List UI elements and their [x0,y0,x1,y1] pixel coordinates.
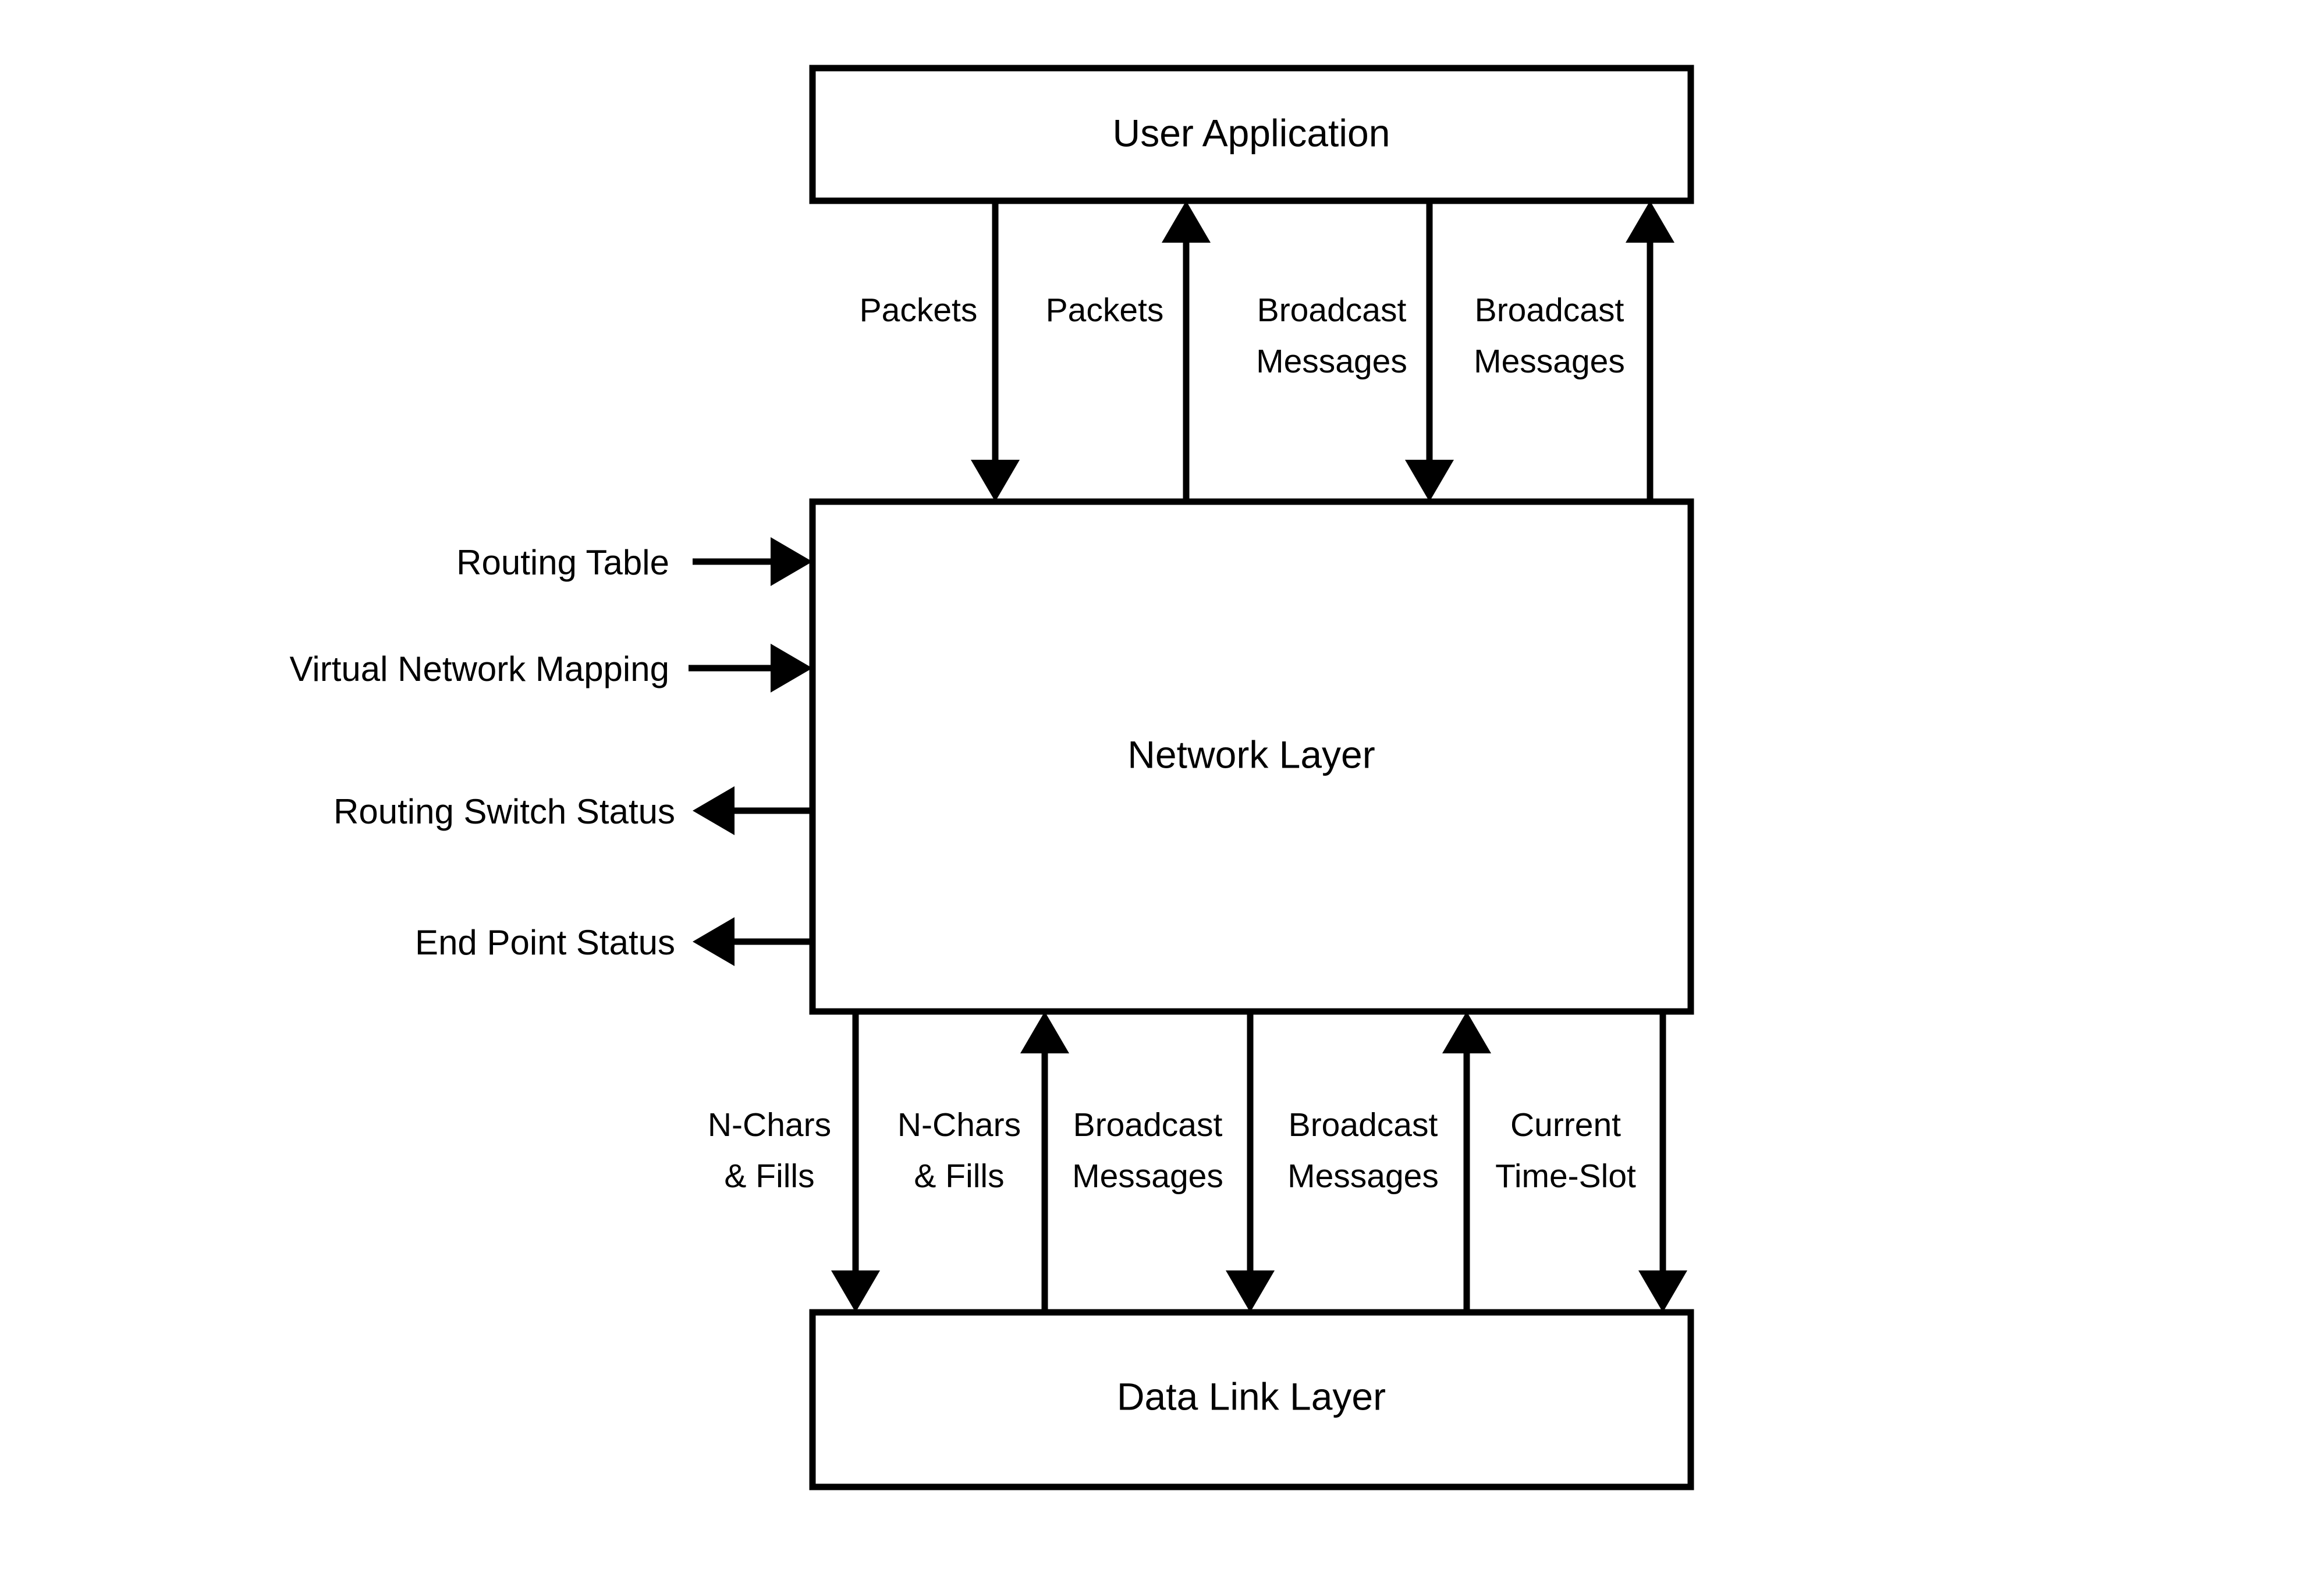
broadcast-down-bottom-label-line1: Broadcast [1073,1106,1223,1144]
flow-broadcast-messages-down-bottom[interactable]: Broadcast Messages [1072,1011,1275,1312]
n-chars-down-label-line2: & Fills [724,1158,814,1195]
data-link-layer-rect[interactable] [809,1309,1694,1490]
end-point-status-label: End Point Status [415,923,675,962]
broadcast-up-bottom-label-line1: Broadcast [1289,1106,1438,1144]
routing-switch-status-label: Routing Switch Status [333,792,675,831]
broadcast-up-top-label-line2: Messages [1474,343,1625,380]
end-point-status-arrowhead [693,917,735,966]
routing-table-arrowhead [771,537,812,586]
current-time-slot-label-line1: Current [1510,1106,1621,1144]
box-network-layer[interactable]: Network Layer [809,498,1694,1015]
box-user-application[interactable]: User Application [809,65,1694,204]
flow-current-time-slot[interactable]: Current Time-Slot [1495,1011,1687,1312]
n-chars-up-label-line1: N-Chars [897,1106,1021,1144]
broadcast-down-top-label-line1: Broadcast [1257,292,1407,329]
flow-broadcast-messages-up-bottom[interactable]: Broadcast Messages [1287,1011,1491,1312]
routing-table-label: Routing Table [456,543,669,582]
flow-packets-up[interactable]: Packets [1046,201,1211,502]
data-link-layer-label: Data Link Layer [1117,1375,1386,1418]
broadcast-up-bottom-arrowhead [1442,1011,1491,1053]
n-chars-down-label-line1: N-Chars [708,1106,831,1144]
virtual-network-mapping-arrowhead [771,644,812,693]
flow-n-chars-fills-up[interactable]: N-Chars & Fills [897,1011,1069,1312]
flow-end-point-status[interactable]: End Point Status [415,917,812,966]
broadcast-down-top-label-line2: Messages [1256,343,1407,380]
flow-n-chars-fills-down[interactable]: N-Chars & Fills [708,1011,880,1312]
broadcast-down-bottom-label-line2: Messages [1072,1158,1223,1195]
flow-routing-table[interactable]: Routing Table [456,537,812,586]
broadcast-down-bottom-arrowhead [1226,1270,1275,1312]
n-chars-up-label-line2: & Fills [914,1158,1004,1195]
network-layer-label: Network Layer [1127,733,1375,776]
flow-broadcast-messages-up-top[interactable]: Broadcast Messages [1474,201,1674,502]
flow-routing-switch-status[interactable]: Routing Switch Status [333,786,812,835]
user-application-label: User Application [1113,111,1390,154]
user-application-rect[interactable] [809,65,1694,204]
broadcast-up-top-arrowhead [1626,201,1674,243]
current-time-slot-label-line2: Time-Slot [1495,1158,1636,1195]
virtual-network-mapping-label: Virtual Network Mapping [289,649,669,688]
flow-virtual-network-mapping[interactable]: Virtual Network Mapping [289,644,812,693]
broadcast-down-top-arrowhead [1405,460,1454,502]
packets-up-arrowhead [1162,201,1211,243]
current-time-slot-arrowhead [1638,1270,1687,1312]
packets-down-arrowhead [971,460,1020,502]
packets-up-label-line1: Packets [1046,292,1164,329]
broadcast-up-bottom-label-line2: Messages [1287,1158,1439,1195]
n-chars-up-arrowhead [1020,1011,1069,1053]
flow-broadcast-messages-down-top[interactable]: Broadcast Messages [1256,201,1454,502]
flow-packets-down[interactable]: Packets [860,201,1020,502]
broadcast-up-top-label-line1: Broadcast [1475,292,1624,329]
packets-down-label-line1: Packets [860,292,978,329]
network-layer-rect[interactable] [809,498,1694,1015]
n-chars-down-arrowhead [831,1270,880,1312]
routing-switch-status-arrowhead [693,786,735,835]
box-data-link-layer[interactable]: Data Link Layer [809,1309,1694,1490]
